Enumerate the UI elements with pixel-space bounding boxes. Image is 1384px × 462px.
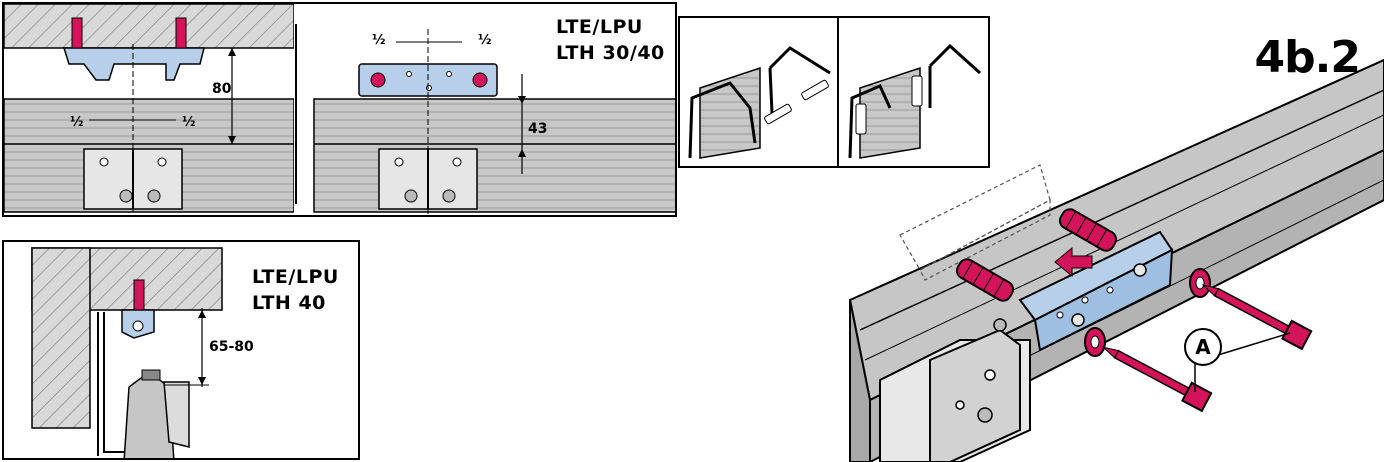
carriage	[879, 318, 1031, 462]
mounting-bracket	[1018, 230, 1174, 352]
dim-half-right-2: ½	[478, 33, 492, 48]
callout-a: A	[1184, 328, 1222, 366]
direction-arrow-icon	[1054, 246, 1093, 278]
dim-half-right: ½	[182, 115, 196, 130]
dim-height-43: 43	[528, 121, 548, 137]
panel-mounting-dimensions: 80 ½ ½ ½ ½ 43 LTE/LPU LTH 30/40	[2, 2, 677, 217]
screw-icon	[1101, 284, 1313, 413]
ghost-bracket	[899, 164, 1051, 281]
dim-half-left-2: ½	[372, 33, 386, 48]
panel-lth40-detail: LTE/LPU LTH 40 65-80	[2, 240, 360, 460]
dim-range: 65-80	[209, 339, 254, 355]
dim-height-80: 80	[212, 81, 232, 97]
rail-end-detail-icon	[688, 18, 982, 166]
model-label-line1: LTE/LPU	[556, 16, 643, 38]
wall-plug-icon	[955, 208, 1118, 302]
washer-icon	[1084, 268, 1211, 357]
model-label-line1-b: LTE/LPU	[252, 266, 339, 288]
dim-half-left: ½	[70, 115, 84, 130]
model-label-line2: LTH 30/40	[556, 42, 665, 64]
model-label-line2-b: LTH 40	[252, 292, 326, 314]
step-number: 4b.2	[1254, 32, 1361, 83]
panel-rail-end-detail	[678, 16, 990, 168]
